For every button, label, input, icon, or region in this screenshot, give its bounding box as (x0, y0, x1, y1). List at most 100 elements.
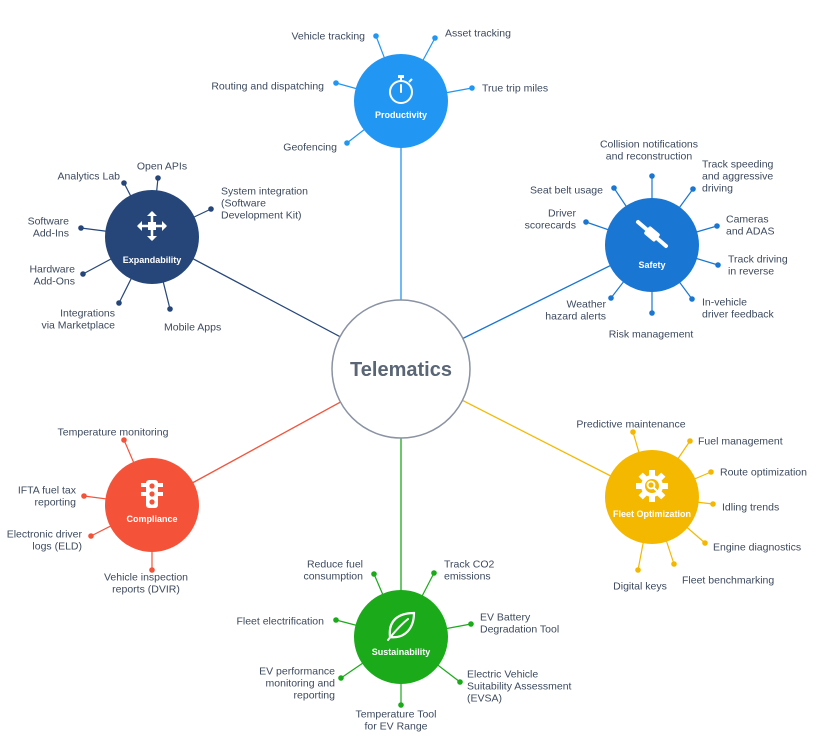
expand-arrows-icon (137, 211, 167, 241)
branch-dot (468, 621, 474, 627)
branch-dot (116, 300, 122, 306)
branch-label-line: Degradation Tool (480, 624, 559, 636)
branch-label-line: Fuel management (698, 436, 783, 448)
branch-label-line: in reverse (728, 266, 774, 278)
branch-dot (431, 570, 437, 576)
branch-label-line: reports (DVIR) (112, 584, 180, 596)
branch-dot (702, 540, 708, 546)
branch-label-line: Reduce fuel (307, 559, 363, 571)
branch-label-line: monitoring and (266, 678, 336, 690)
branch-label-line: (Software (221, 198, 266, 210)
branch-dot (689, 296, 695, 302)
branch-dot (371, 571, 377, 577)
branch-label-line: via Marketplace (41, 320, 115, 332)
branch-label-line: Digital keys (613, 581, 667, 593)
branch-dot (690, 186, 696, 192)
branch-label-line: logs (ELD) (32, 541, 82, 553)
branch-dot (630, 429, 636, 435)
branch-label-line: Suitability Assessment (467, 681, 572, 693)
branch-label-line: Open APIs (137, 161, 187, 173)
sustainability-title: Sustainability (372, 647, 431, 657)
center-title: Telematics (350, 359, 452, 381)
branch-dot (715, 262, 721, 268)
branch-label-line: Fleet electrification (236, 616, 324, 628)
branch-dot (338, 675, 344, 681)
branch-dot (714, 223, 720, 229)
branch-label: Vehicle tracking (291, 31, 365, 43)
branch-dot (344, 140, 350, 146)
branch-dot (611, 185, 617, 191)
branch-label-line: Track CO2 (444, 559, 495, 571)
seatbelt-icon (636, 220, 668, 248)
safety-title: Safety (638, 260, 665, 270)
branch-label-line: and aggressive (702, 171, 773, 183)
branch-label-line: for EV Range (364, 721, 427, 733)
fleet-optimization-title: Fleet Optimization (613, 509, 691, 519)
productivity-title: Productivity (375, 110, 427, 120)
branch-dot (635, 567, 641, 573)
branch-label-line: Track speeding (702, 159, 774, 171)
branch-dot (457, 679, 463, 685)
branch-dot (687, 438, 693, 444)
branch-label-line: consumption (303, 571, 363, 583)
branch-label-line: Routing and dispatching (211, 81, 324, 93)
branch-label-line: Track driving (728, 254, 788, 266)
branch-label-line: Vehicle tracking (291, 31, 365, 43)
branch-label-line: and reconstruction (606, 151, 693, 163)
branch-dot (671, 561, 677, 567)
branch-dot (78, 225, 84, 231)
compliance-title: Compliance (126, 514, 177, 524)
branch-label-line: EV performance (259, 666, 335, 678)
branch-label: Fuel management (698, 436, 783, 448)
branch-dot (333, 617, 339, 623)
branch-dot (88, 533, 94, 539)
branch-dot (81, 493, 87, 499)
branch-label-line: Idling trends (722, 502, 779, 514)
safety-circle (605, 198, 699, 292)
branch-label-line: Electronic driver (7, 529, 83, 541)
branch-label-line: Fleet benchmarking (682, 575, 774, 587)
branch-label-line: Predictive maintenance (576, 419, 685, 431)
center-node: Telematics (331, 299, 471, 439)
branch-label-line: driving (702, 183, 733, 195)
branch-label-line: hazard alerts (545, 311, 606, 323)
branch-label-line: Collision notifications (600, 139, 698, 151)
branch-label-line: Vehicle inspection (104, 572, 188, 584)
branch-dot (398, 702, 404, 708)
branch-label: Idling trends (722, 502, 779, 514)
branch-label: True trip miles (482, 83, 548, 95)
branch-label-line: Engine diagnostics (713, 542, 801, 554)
branch-dot (80, 271, 86, 277)
stopwatch-icon (389, 75, 413, 104)
branch-dot (708, 469, 714, 475)
branch-label: Risk management (609, 329, 694, 341)
traffic-light-icon (141, 480, 163, 508)
branch-label-line: Mobile Apps (164, 322, 221, 334)
productivity-circle (354, 54, 448, 148)
branch-label-line: and ADAS (726, 226, 774, 238)
branch-label-line: Add-Ons (34, 276, 75, 288)
branch-label: Geofencing (283, 142, 337, 154)
